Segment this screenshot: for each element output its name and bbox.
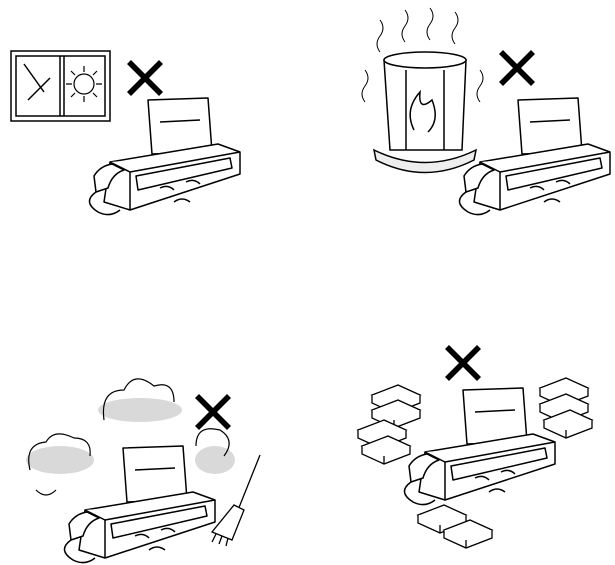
panel-heat	[361, 7, 611, 216]
panel-clutter	[357, 345, 593, 549]
fax-machine-icon	[403, 387, 556, 506]
prohibited-x-icon	[499, 50, 535, 86]
prohibited-x-icon	[127, 60, 163, 96]
prohibited-x-icon	[445, 345, 481, 381]
fax-machine-icon	[458, 97, 611, 216]
window-icon	[10, 50, 111, 122]
panel-sunlight	[10, 50, 241, 216]
prohibited-x-icon	[195, 394, 231, 430]
broom-icon	[210, 454, 261, 547]
panel-dust	[26, 378, 261, 564]
sun-icon	[66, 66, 102, 102]
dust-cloud-icon	[26, 378, 235, 496]
heater-icon	[361, 7, 484, 174]
fax-machine-icon	[88, 97, 241, 216]
